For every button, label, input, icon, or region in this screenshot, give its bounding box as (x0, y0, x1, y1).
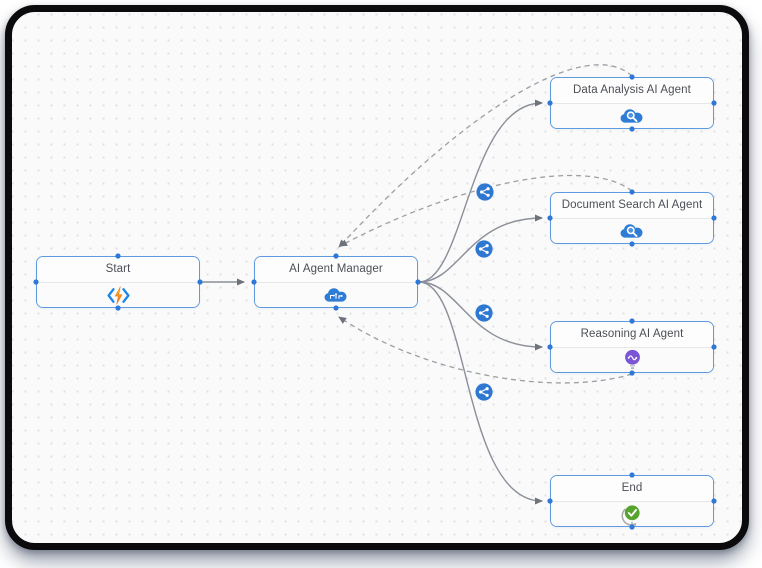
node-title: Data Analysis AI Agent (551, 78, 713, 104)
node-title: End (551, 476, 713, 502)
node-body (551, 104, 713, 128)
cloud-search-icon (620, 224, 643, 238)
ai-cloud-circuit-icon (324, 288, 347, 302)
node-body (551, 502, 713, 526)
node-start[interactable]: Start (36, 256, 200, 308)
node-end[interactable]: End (550, 475, 714, 527)
node-title: Document Search AI Agent (551, 193, 713, 219)
node-ai-agent-manager[interactable]: AI Agent Manager (254, 256, 418, 308)
node-document-search-agent[interactable]: Document Search AI Agent (550, 192, 714, 244)
node-body (255, 283, 417, 307)
node-title: AI Agent Manager (255, 257, 417, 283)
check-globe-icon (621, 504, 640, 526)
node-body (551, 348, 713, 372)
node-title: Start (37, 257, 199, 283)
node-title: Reasoning AI Agent (551, 322, 713, 348)
node-body (37, 283, 199, 307)
function-bolt-icon (106, 286, 130, 304)
reasoning-bulb-icon (624, 349, 640, 369)
cloud-search-icon (620, 109, 643, 123)
node-body (551, 219, 713, 243)
node-reasoning-agent[interactable]: Reasoning AI Agent (550, 321, 714, 373)
node-data-analysis-agent[interactable]: Data Analysis AI Agent (550, 77, 714, 129)
